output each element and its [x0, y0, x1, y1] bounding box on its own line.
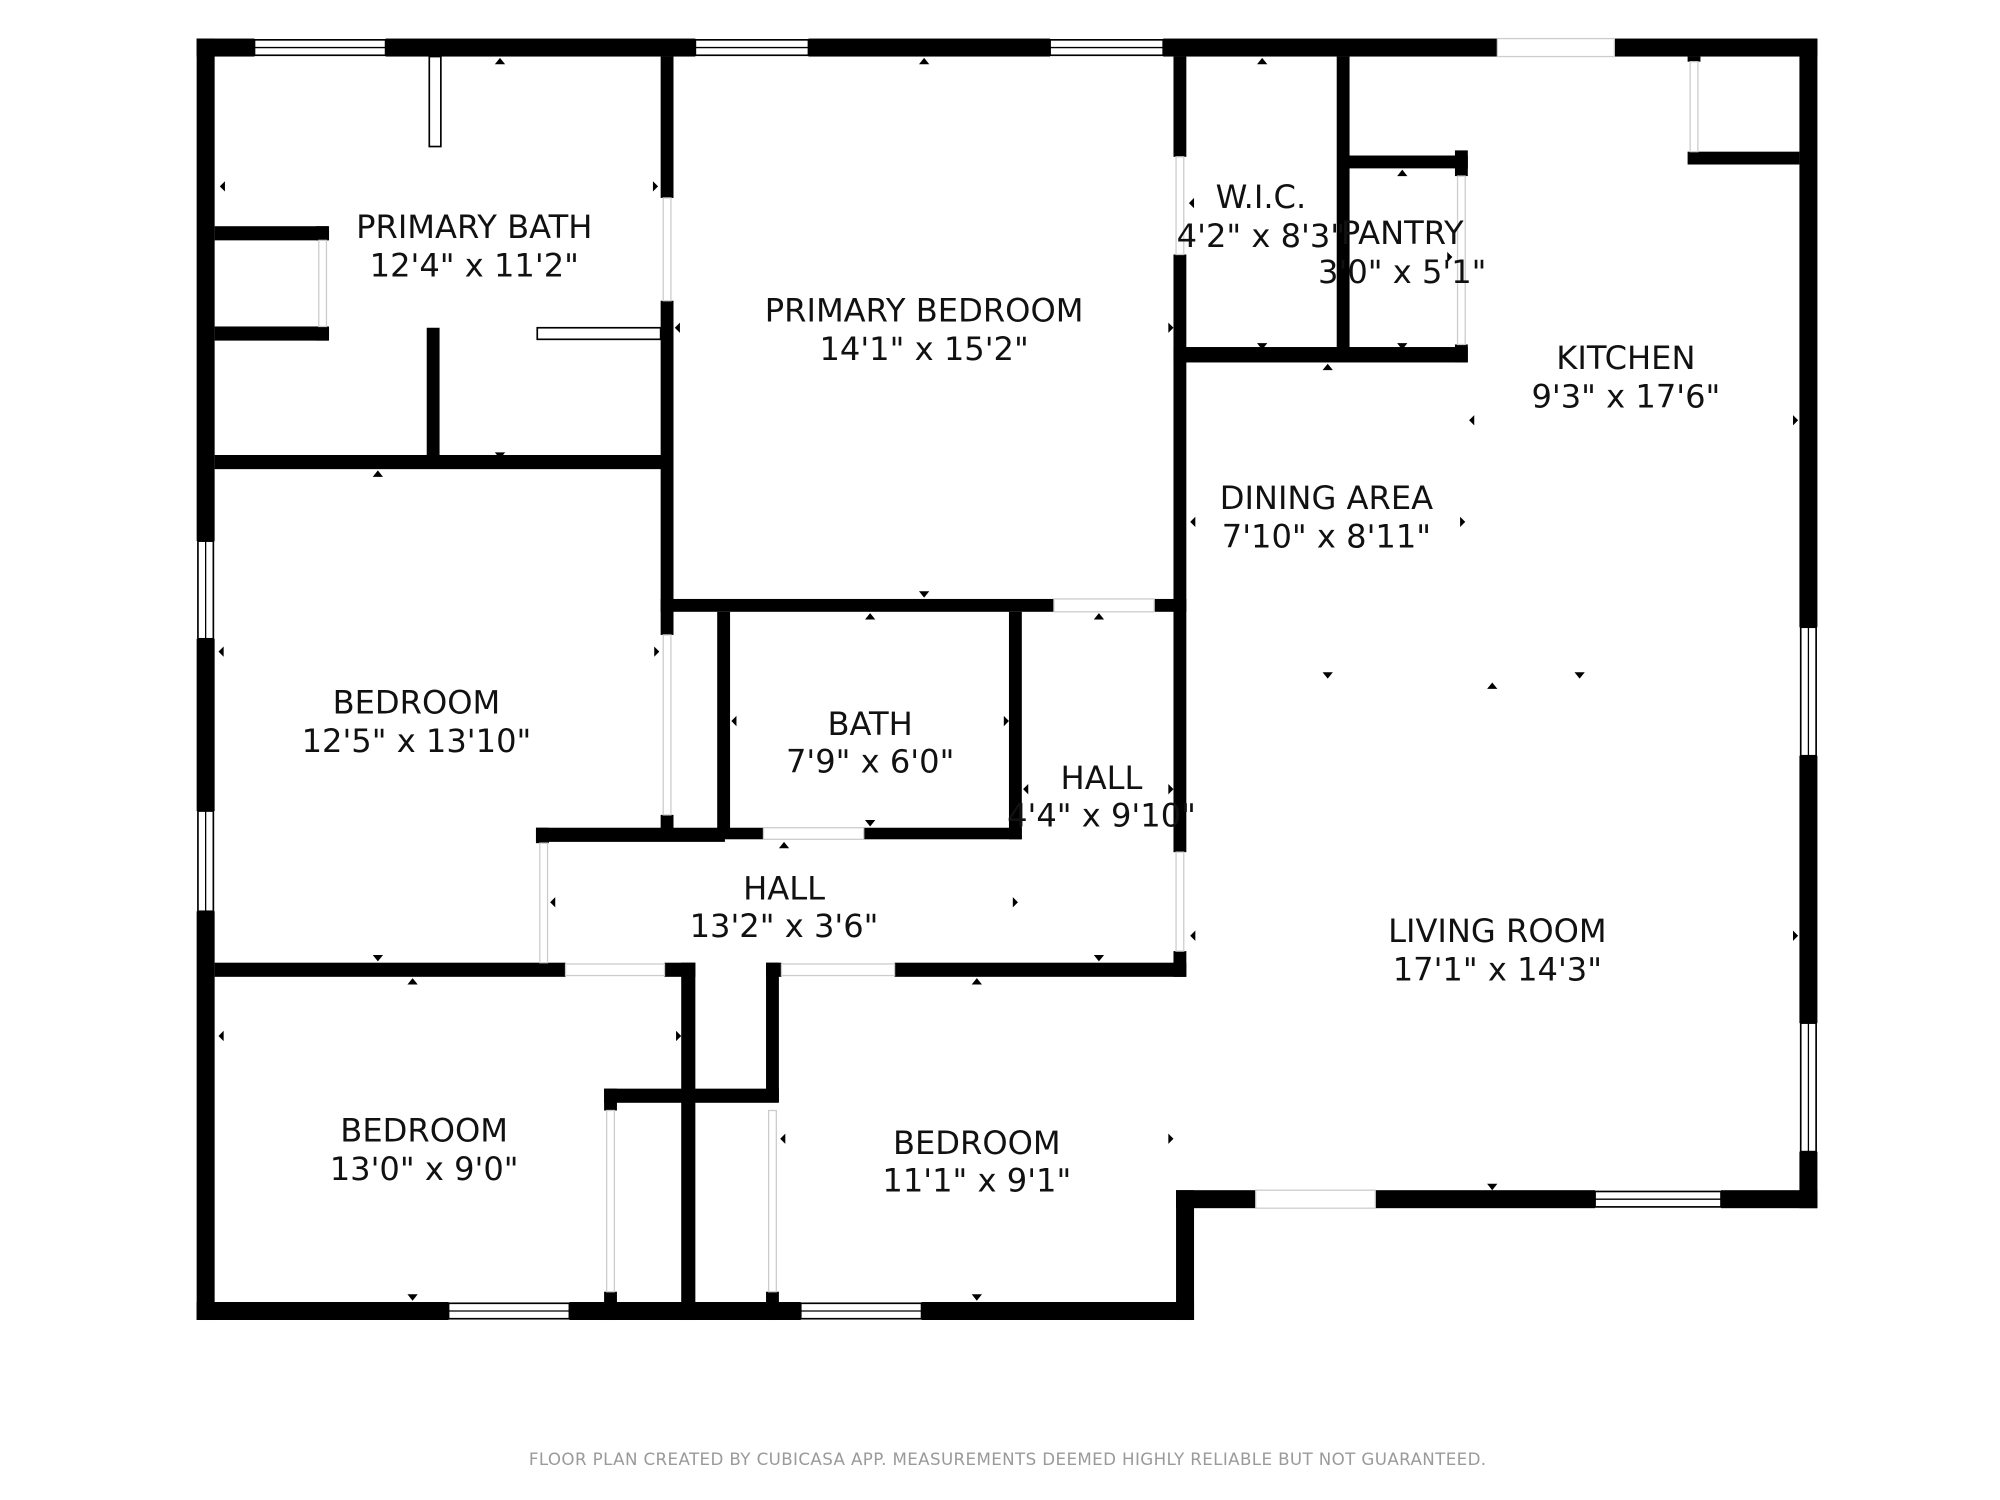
dining-area-dim: 7'10" x 8'11"	[1222, 518, 1431, 556]
primary-bedroom-name: PRIMARY BEDROOM	[765, 291, 1084, 329]
hall-horizontal-name: HALL	[743, 870, 825, 908]
primary-bath-dim: 12'4" x 11'2"	[370, 246, 579, 284]
primary-bath-name: PRIMARY BATH	[356, 208, 592, 246]
bedroom-4-name: BEDROOM	[893, 1124, 1061, 1162]
window-glazing-lines	[205, 46, 1810, 1312]
floor-plan-drawing: PRIMARY BATH 12'4" x 11'2" PRIMARY BEDRO…	[196, 37, 1818, 1469]
dining-area-name: DINING AREA	[1220, 479, 1433, 517]
wic-dim: 4'2" x 8'3"	[1177, 217, 1345, 255]
bedroom-3-name: BEDROOM	[340, 1111, 508, 1149]
bedroom-2-dim: 12'5" x 13'10"	[302, 722, 532, 760]
hall-vertical-dim: 4'4" x 9'10"	[1007, 796, 1196, 834]
wic-name: W.I.C.	[1216, 178, 1307, 216]
living-room-dim: 17'1" x 14'3"	[1393, 951, 1602, 989]
bedroom-4-dim: 11'1" x 9'1"	[882, 1161, 1071, 1199]
bedroom-3-dim: 13'0" x 9'0"	[330, 1150, 519, 1188]
kitchen-dim: 9'3" x 17'6"	[1531, 377, 1720, 415]
kitchen-name: KITCHEN	[1556, 339, 1695, 377]
fixtures	[428, 55, 662, 341]
footer-disclaimer: FLOOR PLAN CREATED BY CUBICASA APP. MEAS…	[529, 1449, 1487, 1469]
bath-name: BATH	[827, 705, 912, 743]
pantry-dim: 3'0" x 5'1"	[1318, 253, 1486, 291]
openings	[318, 37, 1699, 1293]
primary-bedroom-dim: 14'1" x 15'2"	[819, 330, 1028, 368]
hall-horizontal-dim: 13'2" x 3'6"	[690, 907, 879, 945]
living-room-name: LIVING ROOM	[1388, 912, 1607, 950]
walls	[196, 38, 1818, 1321]
bath-dim: 7'9" x 6'0"	[786, 742, 954, 780]
room-labels: PRIMARY BATH 12'4" x 11'2" PRIMARY BEDRO…	[302, 178, 1721, 1199]
bedroom-2-name: BEDROOM	[333, 683, 501, 721]
pantry-name: PANTRY	[1341, 214, 1464, 252]
dimension-arrows	[218, 57, 1799, 1301]
hall-vertical-name: HALL	[1061, 759, 1143, 797]
